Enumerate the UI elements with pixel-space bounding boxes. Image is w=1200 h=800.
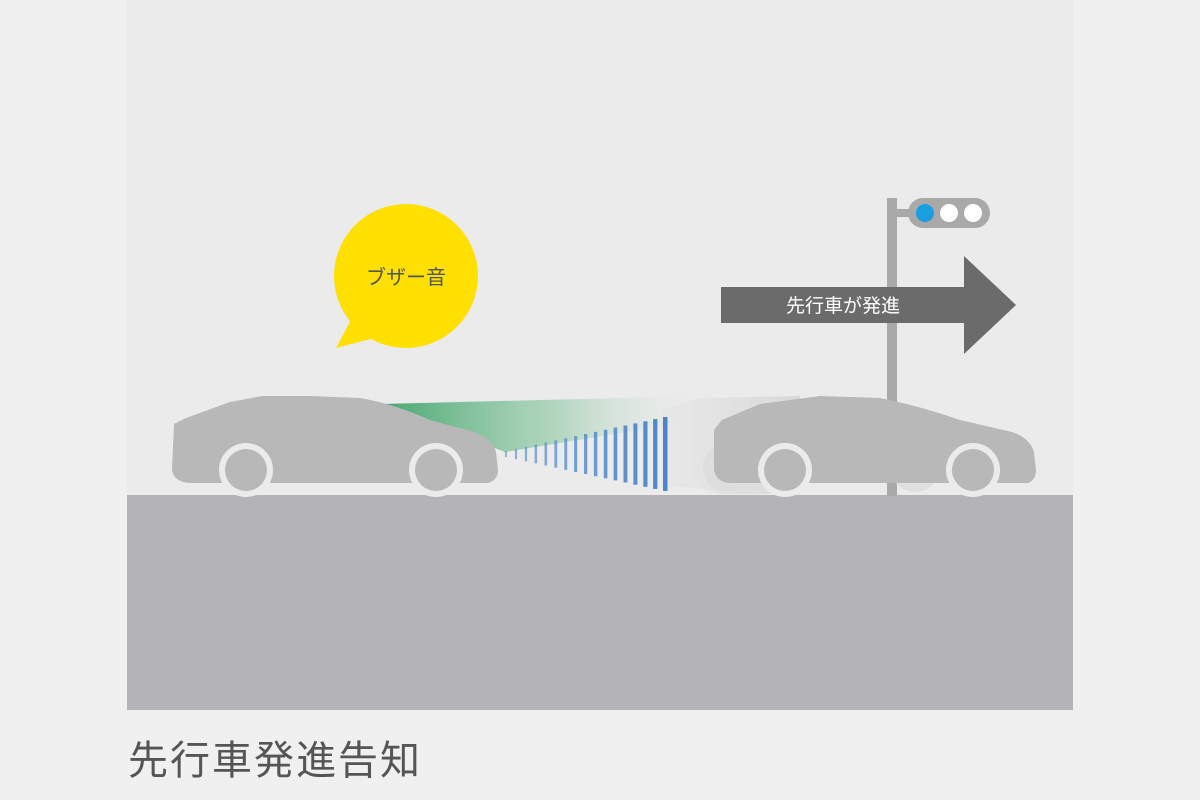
departure-label: 先行車が発進 (786, 295, 900, 317)
departure-arrow: 先行車が発進 (721, 256, 1016, 354)
traffic-light-pole (887, 198, 897, 496)
radar-pulse-bar (554, 440, 558, 468)
radar-pulse-bar (544, 442, 548, 466)
road (127, 495, 1073, 710)
radar-pulse-bar (593, 431, 598, 477)
radar-pulse-bar (663, 417, 668, 491)
radar-pulse-bar (505, 451, 507, 457)
radar-pulse-bar (534, 444, 538, 464)
radar-pulse-bar (584, 434, 588, 474)
camera-detection-beam (382, 396, 700, 452)
leading-car (714, 396, 1036, 497)
buzzer-speech-bubble: ブザー音 (334, 204, 478, 348)
radar-pulse (505, 417, 668, 491)
red-signal-light (964, 204, 982, 222)
radar-pulse-bar (564, 438, 568, 470)
traffic-light (887, 198, 990, 496)
radar-pulse-bar (574, 436, 578, 472)
radar-pulse-bar (514, 448, 518, 460)
yellow-signal-light (940, 204, 958, 222)
green-signal-light (916, 204, 934, 222)
own-car (172, 396, 498, 497)
radar-pulse-bar (653, 419, 658, 489)
radar-pulse-bar (603, 429, 608, 479)
radar-pulse-bar (524, 446, 528, 462)
radar-pulse-bar (633, 423, 638, 485)
radar-pulse-bar (613, 427, 618, 481)
diagram-caption: 先行車発進告知 (128, 738, 422, 784)
buzzer-label: ブザー音 (366, 265, 446, 289)
radar-pulse-bar (623, 425, 628, 483)
radar-pulse-bar (643, 421, 648, 487)
